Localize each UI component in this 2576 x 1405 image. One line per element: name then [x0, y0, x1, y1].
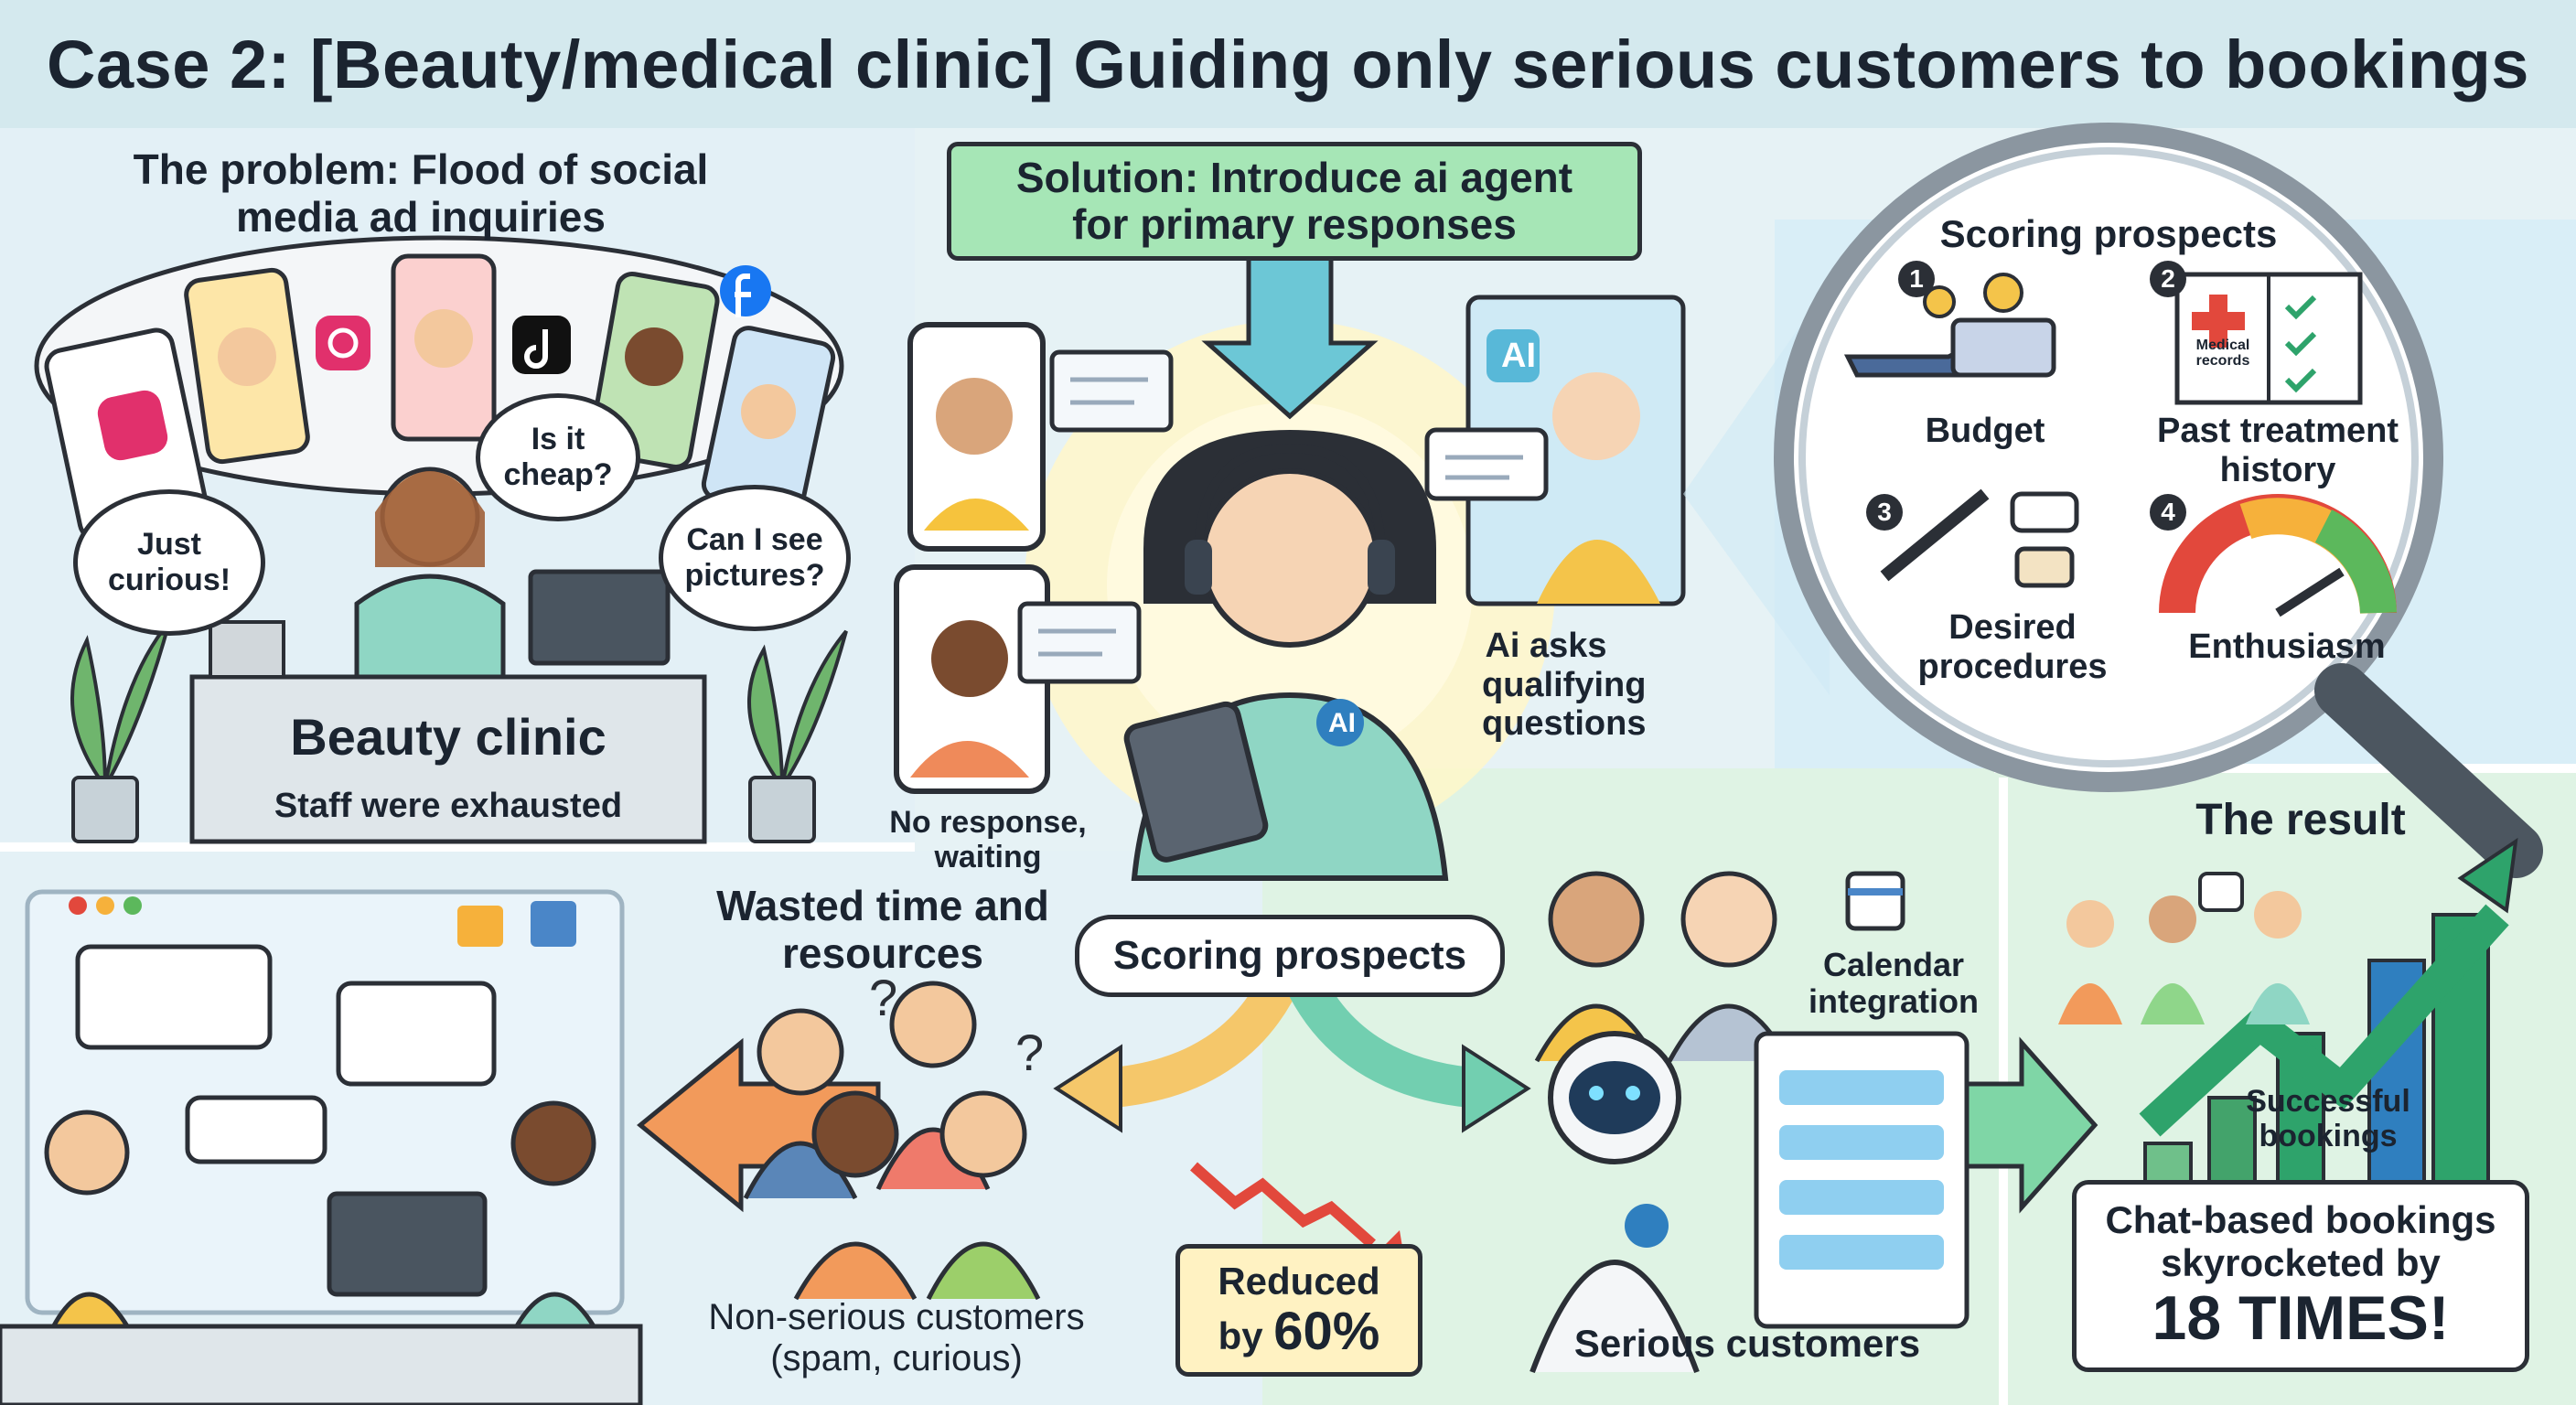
calendar-line1: Calendar: [1822, 946, 1965, 983]
non-serious-caption: Non-serious customers (spam, curious): [659, 1297, 1134, 1379]
wasted-heading-line1: Wasted time and: [716, 882, 1049, 929]
reduced-badge: Reduced by 60%: [1175, 1244, 1422, 1377]
scoring-number-1: 1: [1898, 261, 1935, 297]
bubble-just-curious-line1: Just: [137, 526, 201, 562]
svg-text:?: ?: [869, 969, 897, 1026]
medical-records-line1: Medical: [2195, 338, 2250, 353]
happy-team: [2058, 872, 2310, 1024]
scoring-number-2: 2: [2150, 261, 2186, 297]
reduced-line1: Reduced: [1218, 1259, 1380, 1303]
plant-left: [70, 620, 171, 843]
result-summary-line2: skyrocketed by: [2161, 1240, 2441, 1284]
ai-asks-label: Ai asks qualifying questions: [1482, 627, 1647, 744]
no-response-line2: waiting: [934, 840, 1042, 875]
ai-asks-line3: questions: [1482, 704, 1647, 744]
solution-arrow-down: [1201, 253, 1379, 420]
budget-illustration: [1843, 273, 2056, 378]
svg-text:?: ?: [1015, 1024, 1044, 1081]
clinic-sign: Beauty clinic: [290, 708, 606, 766]
solution-heading-line1: Solution: Introduce ai agent: [1015, 154, 1573, 202]
ai-chat-badge: AI: [1501, 337, 1536, 375]
title-band: [0, 0, 2576, 128]
wasted-heading-line2: resources: [782, 928, 983, 977]
plant-right: [747, 629, 848, 843]
bubble-pictures-line1: Can I see: [686, 521, 823, 557]
phone-5: [701, 326, 836, 516]
problem-heading-line1: The problem: Flood of social: [133, 145, 709, 193]
scoring-number-3: 3: [1866, 494, 1903, 531]
scoring-heading: Scoring prospects: [1939, 212, 2278, 255]
successful-bookings-label: Successful bookings: [2214, 1084, 2442, 1153]
solution-heading: Solution: Introduce ai agent for primary…: [947, 142, 1642, 261]
solution-heading-line2: for primary responses: [1072, 200, 1517, 248]
scoring-item-procedures-line2: procedures: [1917, 647, 2108, 686]
scoring-item-history-line2: history: [2219, 450, 2336, 489]
bubble-is-it-cheap-line1: Is it: [531, 421, 585, 456]
scoring-item-budget: Budget: [1925, 412, 2045, 450]
booking-list: [1754, 1031, 1970, 1329]
result-summary-value: 18 TIMES!: [2152, 1282, 2450, 1353]
successful-line2: bookings: [2259, 1119, 2398, 1154]
calendar-line2: integration: [1809, 982, 1979, 1021]
no-response-label: No response, waiting: [878, 805, 1098, 874]
clinic-caption: Staff were exhausted: [274, 787, 623, 825]
reduced-prefix: by: [1218, 1314, 1274, 1357]
robot-icon: [1530, 1031, 1700, 1374]
procedures-illustration: [1880, 488, 2079, 588]
result-heading: The result: [2195, 796, 2406, 844]
mail-icon: [457, 906, 503, 947]
bubble-pictures-line2: pictures?: [684, 558, 825, 593]
ai-asks-line1: Ai asks: [1485, 627, 1607, 665]
non-serious-caption-line1: Non-serious customers: [708, 1297, 1085, 1337]
ai-asks-line2: qualifying: [1482, 665, 1647, 704]
problem-heading: The problem: Flood of social media ad in…: [73, 145, 768, 241]
result-summary-line1: Chat-based bookings: [2105, 1198, 2496, 1242]
result-summary-box: Chat-based bookings skyrocketed by 18 TI…: [2072, 1180, 2529, 1372]
serious-caption: Serious customers: [1573, 1322, 1921, 1365]
calendar-label: Calendar integration: [1775, 946, 2012, 1021]
agent-ai-badge: AI: [1328, 708, 1356, 738]
successful-line1: Successful: [2246, 1084, 2410, 1119]
gauge-icon: [2159, 494, 2397, 617]
scoring-badge: Scoring prospects: [1075, 915, 1505, 997]
phone-2: [184, 267, 310, 465]
bubble-just-curious-line2: curious!: [107, 563, 231, 597]
medical-records-line2: records: [2195, 352, 2250, 369]
phone-3: [391, 253, 497, 442]
scoring-number-4: 4: [2150, 494, 2186, 531]
page-title: Case 2: [Beauty/medical clinic] Guiding …: [47, 27, 2529, 102]
scoring-item-procedures-line1: Desired: [1948, 608, 2077, 647]
wasted-heading: Wasted time and resources: [677, 882, 1089, 977]
office-screen: [0, 889, 643, 1405]
down-trend-icon: [1190, 1162, 1376, 1249]
no-response-line1: No response,: [889, 805, 1087, 840]
scoring-item-history-line1: Past treatment: [2157, 412, 2399, 450]
ai-agent: [1123, 430, 1449, 881]
medical-records-book: [2174, 272, 2363, 405]
scoring-item-procedures: Desired procedures: [1903, 608, 2122, 686]
ai-chat-screen: [1424, 295, 1686, 606]
calendar-icon: [1845, 871, 1905, 931]
scoring-item-history: Past treatment history: [2131, 412, 2424, 489]
phone-waiting-top: [907, 322, 1174, 552]
reduced-value: 60%: [1273, 1301, 1380, 1361]
problem-heading-line2: media ad inquiries: [236, 192, 606, 241]
non-serious-caption-line2: (spam, curious): [770, 1337, 1023, 1378]
bubble-is-it-cheap-line2: cheap?: [503, 457, 613, 492]
arrow-left-small: [1053, 1044, 1122, 1133]
receptionist-desk: [189, 467, 707, 844]
medical-records-label: Medical records: [2186, 338, 2259, 370]
facebook-icon: [720, 265, 771, 316]
phone-waiting-bottom: [894, 564, 1142, 794]
scoring-item-enthusiasm: Enthusiasm: [2188, 627, 2386, 666]
arrow-right-small: [1462, 1044, 1531, 1133]
instagram-icon: [316, 316, 370, 370]
confused-customers: ? ?: [743, 969, 1044, 1301]
